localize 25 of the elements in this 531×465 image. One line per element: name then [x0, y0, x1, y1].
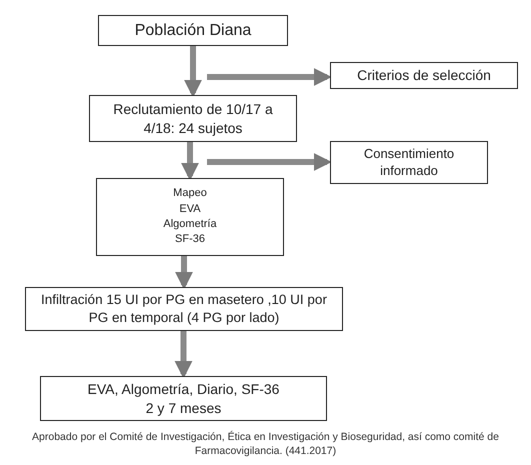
arrow	[175, 256, 193, 290]
box-text: Reclutamiento de 10/17 a 4/18: 24 sujetos	[112, 100, 274, 137]
box-text: Consentimiento informado	[362, 146, 456, 180]
process-box	[89, 95, 297, 142]
box-text: Criterios de selección	[357, 67, 491, 84]
caption: Aprobado por el Comité de Investigación, Ética en Investigación y Bioseguridad, así como comité de Farmacovigilancia. (441.2017)	[31, 430, 500, 458]
box-text: EVA	[179, 202, 201, 217]
box-text: EVA, Algometría, Diario, SF-36	[88, 380, 280, 398]
process-box	[40, 376, 327, 421]
box-text: Algometría	[163, 217, 217, 232]
process-box	[330, 141, 488, 184]
process-box	[25, 287, 343, 331]
arrow	[207, 68, 332, 86]
arrow	[181, 142, 199, 181]
process-box	[330, 62, 518, 89]
arrow	[207, 153, 332, 171]
box-text: Población Diana	[134, 20, 252, 40]
box-text: 2 y 7 meses	[146, 398, 222, 417]
box-text: Mapeo	[173, 186, 207, 202]
box-text: SF-36	[175, 232, 205, 248]
arrow	[184, 46, 202, 98]
process-box	[98, 15, 288, 46]
box-text: Infiltración 15 UI por PG en masetero ,10 UI por PG en temporal (4 PG por lado)	[40, 290, 328, 327]
process-box	[96, 178, 284, 256]
arrow	[174, 331, 192, 379]
